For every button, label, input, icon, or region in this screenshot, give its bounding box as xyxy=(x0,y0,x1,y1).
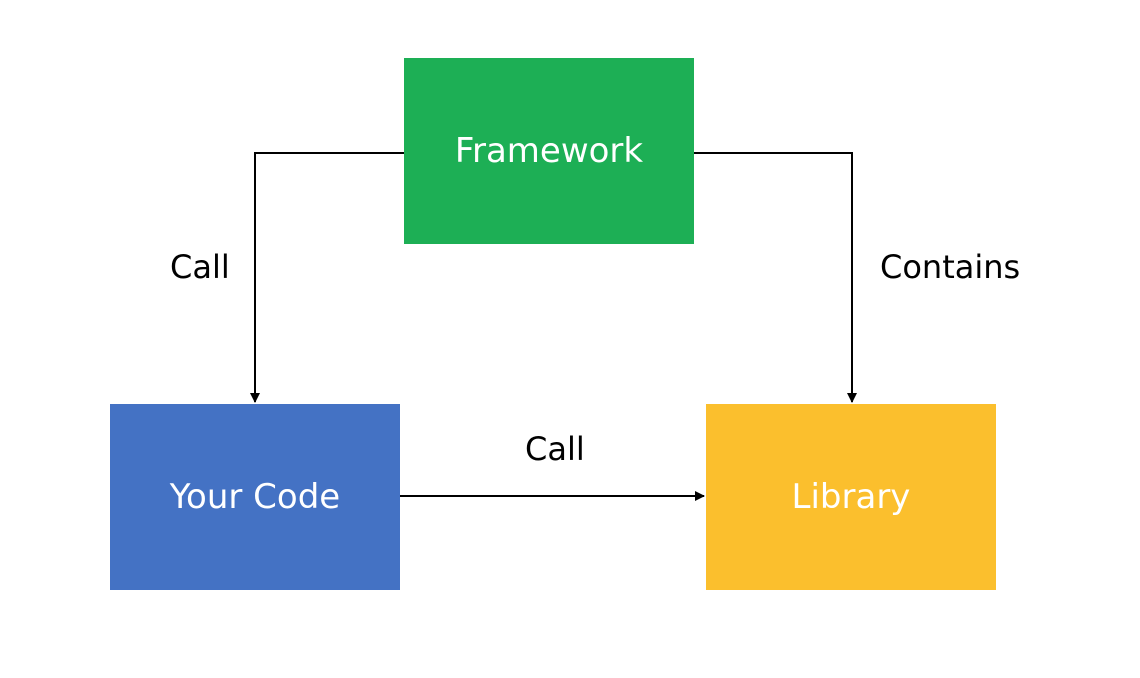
edge-label-framework-your-code: Call xyxy=(170,248,230,286)
edge-framework-to-your-code xyxy=(250,152,404,403)
edge-label-framework-library: Contains xyxy=(880,248,1021,286)
your-code-node: Your Code xyxy=(110,404,400,590)
library-node: Library xyxy=(706,404,996,590)
edge-framework-to-library xyxy=(694,152,857,403)
library-label: Library xyxy=(791,477,911,517)
edge-label-your-code-library: Call xyxy=(525,430,585,468)
your-code-label: Your Code xyxy=(169,477,341,517)
framework-label: Framework xyxy=(454,131,644,171)
framework-node: Framework xyxy=(404,58,694,244)
